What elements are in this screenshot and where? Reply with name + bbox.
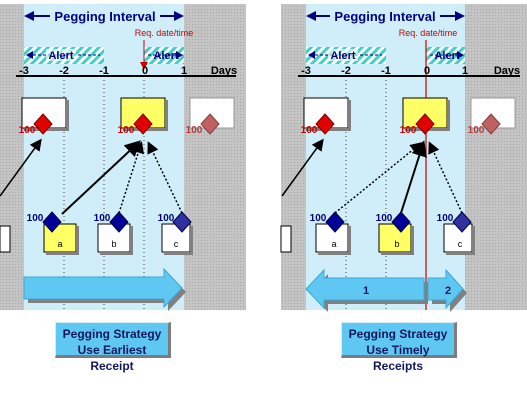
req-date-label: Req. date/time [399, 28, 458, 38]
receipt-diamond [42, 211, 62, 233]
interval-arrow-left-head [306, 11, 316, 21]
receipt-qty: 100 [310, 213, 327, 224]
peg-arrow-dotted [118, 141, 144, 214]
receipt-diamond [452, 211, 472, 233]
receipt-diamond [172, 211, 192, 233]
interval-arrow-right-head [455, 11, 465, 21]
alert-label-early: Alert [330, 50, 355, 62]
caption-line1: Pegging Strategy [62, 327, 162, 341]
outside-interval-left [0, 4, 24, 310]
strategy-caption-right: Pegging Strategy Use Timely Receipts [341, 322, 457, 373]
tick-label: -1 [99, 65, 109, 77]
interval-label: Pegging Interval [54, 9, 155, 24]
receipt-label: a [331, 239, 336, 249]
panel-left: Pegging Interval Alert Alert Req. date/t… [0, 4, 246, 311]
days-label: Days [494, 65, 520, 77]
req-date-arrowhead [140, 62, 148, 70]
demand-diamond [133, 113, 153, 135]
demand-diamond [415, 113, 435, 135]
strategy-arrow [23, 267, 183, 309]
alert-early-arrowhead [308, 51, 315, 59]
demand-qty: 100 [468, 125, 485, 136]
tick-label: -1 [381, 65, 391, 77]
days-label: Days [211, 65, 237, 77]
alert-early-arrowhead [26, 51, 33, 59]
peg-arrow-primary [400, 140, 427, 214]
alert-late-arrowhead [176, 51, 183, 59]
receipt-label: a [57, 239, 62, 249]
receipt-diamond [325, 211, 345, 233]
demand-diamond [315, 113, 335, 135]
receipt-box-c [443, 223, 473, 253]
demand-qty: 100 [186, 125, 203, 136]
receipt-label: b [111, 239, 116, 249]
strategy-arrow-backward [305, 268, 425, 310]
peg-arrow-dotted [147, 141, 183, 214]
strategy-caption-left: Pegging Strategy Use Earliest Receipt [55, 322, 171, 373]
receipt-qty: 100 [437, 213, 454, 224]
demand-qty: 100 [19, 125, 36, 136]
outside-interval-right [465, 4, 527, 310]
demand-diamond [33, 113, 53, 135]
interval-arrow-left-head [24, 11, 34, 21]
tick-label: -3 [301, 65, 311, 77]
tick-label: 0 [142, 65, 148, 77]
receipt-label: c [174, 239, 179, 249]
alert-late-arrowhead [457, 51, 464, 59]
demand-diamond-faded [200, 113, 220, 135]
caption-line2: Use Earliest Receipt [77, 343, 147, 373]
receipt-diamond [109, 211, 129, 233]
interval-arrow-right-head [174, 11, 184, 21]
req-date-label: Req. date/time [135, 28, 194, 38]
alert-label-late: Alert [434, 50, 459, 62]
strategy-arrow-forward [427, 268, 464, 310]
interval-label-bg [50, 8, 160, 24]
interval-label: Pegging Interval [334, 9, 435, 24]
receipt-label: b [394, 239, 399, 249]
tick-label: 1 [462, 65, 468, 77]
receipt-box-partial [0, 225, 11, 253]
receipt-label: c [458, 239, 463, 249]
demand-diamond-faded [481, 113, 501, 135]
tick-label: 1 [181, 65, 187, 77]
tick-label: -2 [341, 65, 351, 77]
caption-line2: Use Timely Receipts [366, 343, 430, 373]
peg-arrow-primary [61, 140, 141, 215]
peg-arrow-dotted [428, 141, 463, 214]
tick-label: -3 [19, 65, 29, 77]
receipt-qty: 100 [27, 213, 44, 224]
receipt-qty: 100 [158, 213, 175, 224]
outside-interval-right [184, 4, 246, 310]
receipt-diamond [391, 211, 411, 233]
alert-label-late: Alert [153, 50, 178, 62]
arrow-number: 2 [445, 285, 451, 297]
tick-label: -2 [59, 65, 69, 77]
tick-label: 0 [424, 65, 430, 77]
receipt-qty: 100 [94, 213, 111, 224]
receipt-box-partial [280, 225, 292, 253]
peg-arrow [0, 138, 42, 197]
receipt-qty: 100 [376, 213, 393, 224]
arrow-number: 1 [363, 285, 369, 297]
demand-qty: 100 [400, 125, 417, 136]
interval-label-bg [330, 8, 440, 24]
demand-qty: 100 [301, 125, 318, 136]
panel-right: Pegging Interval Alert Alert Req. date/t… [280, 4, 527, 312]
demand-qty: 100 [118, 125, 135, 136]
caption-line1: Pegging Strategy [348, 327, 448, 341]
alert-label-early: Alert [48, 50, 73, 62]
outside-interval-left [281, 4, 306, 310]
peg-arrow [281, 138, 324, 197]
